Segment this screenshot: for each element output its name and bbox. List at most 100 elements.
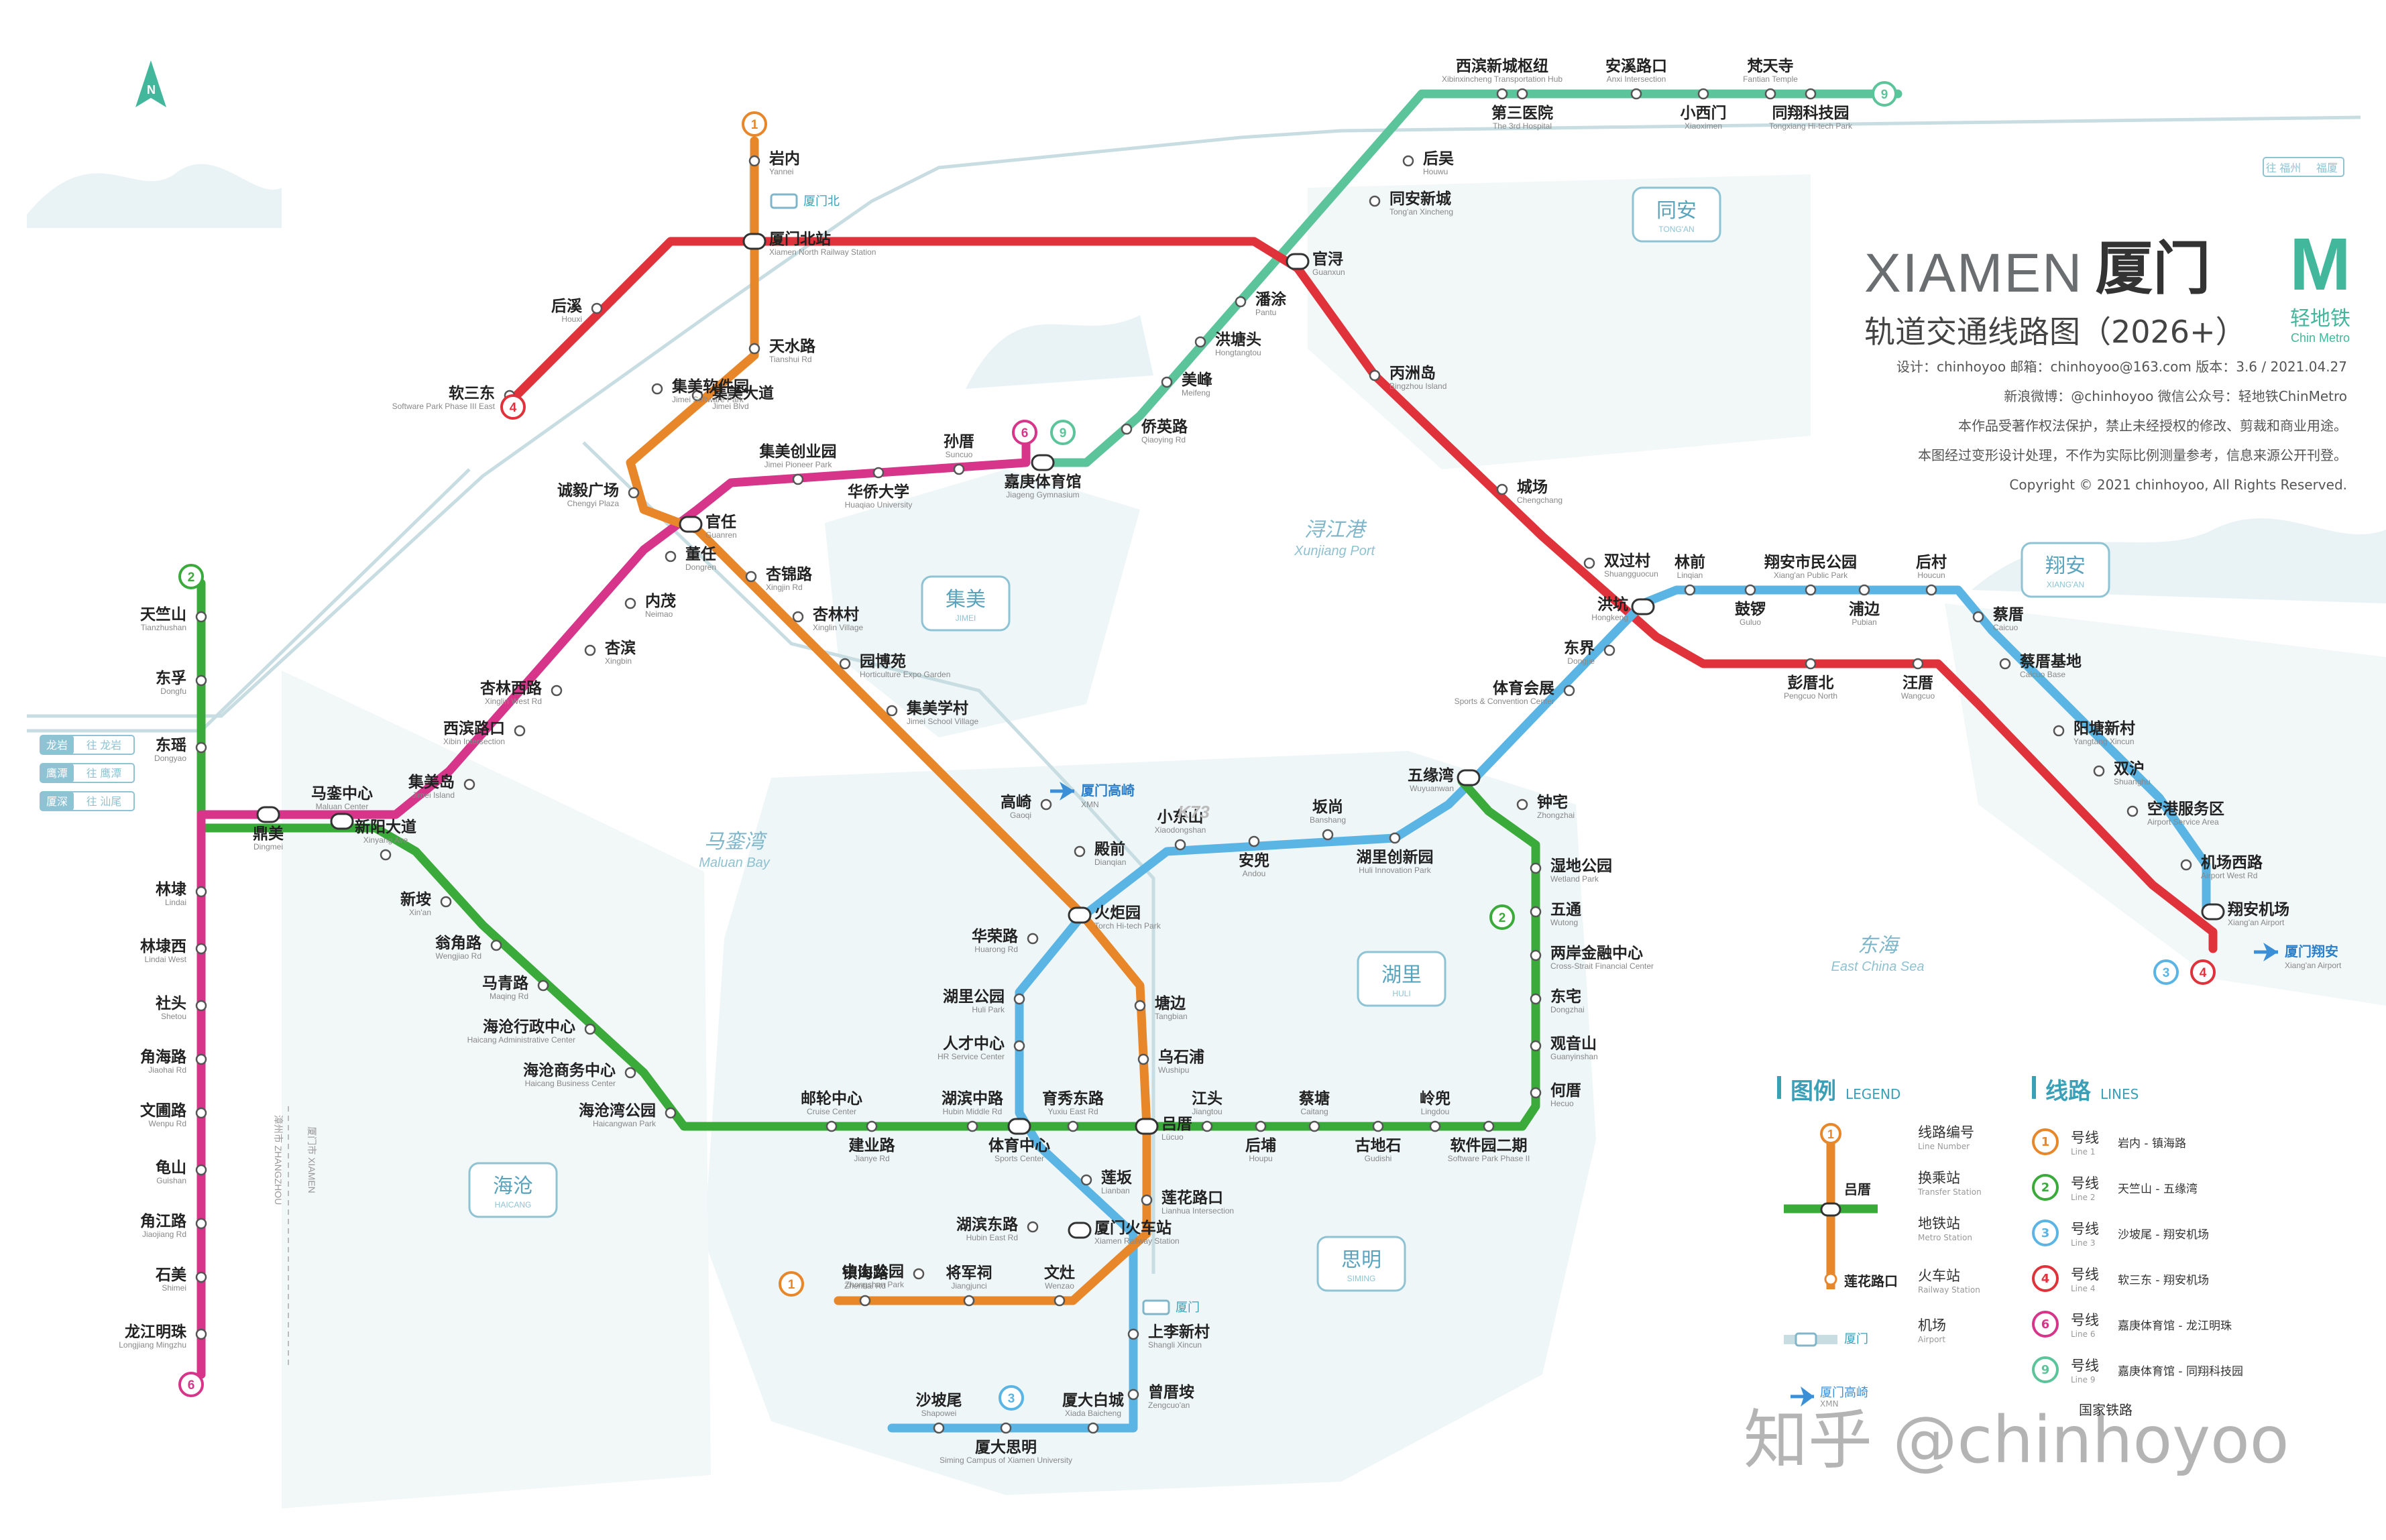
station-marker[interactable] <box>1999 658 2011 670</box>
station-marker[interactable] <box>2180 859 2192 871</box>
station-marker[interactable] <box>1235 296 1247 308</box>
station-marker[interactable] <box>913 1268 925 1280</box>
station-marker[interactable] <box>1764 88 1776 100</box>
station-marker[interactable] <box>1530 993 1542 1005</box>
station-marker[interactable] <box>1054 1295 1066 1307</box>
station-marker[interactable] <box>792 473 804 485</box>
station-marker[interactable] <box>1000 1422 1012 1434</box>
station-marker[interactable] <box>624 1067 636 1079</box>
transfer-station-marker[interactable] <box>1068 1222 1092 1239</box>
station-marker[interactable] <box>1402 155 1414 167</box>
station-marker[interactable] <box>839 658 851 670</box>
transfer-station-marker[interactable] <box>330 813 354 830</box>
station-marker[interactable] <box>1516 798 1528 811</box>
station-marker[interactable] <box>1369 195 1381 207</box>
station-marker[interactable] <box>195 1328 207 1340</box>
transfer-station-marker[interactable] <box>742 233 766 250</box>
station-marker[interactable] <box>1067 1120 1079 1132</box>
station-marker[interactable] <box>872 467 885 479</box>
station-marker[interactable] <box>1074 845 1086 857</box>
station-marker[interactable] <box>1174 839 1186 851</box>
station-marker[interactable] <box>1530 949 1542 961</box>
station-marker[interactable] <box>1972 611 1984 623</box>
station-marker[interactable] <box>1027 933 1039 945</box>
station-marker[interactable] <box>1040 798 1052 811</box>
station-marker[interactable] <box>584 1023 596 1035</box>
station-marker[interactable] <box>1530 1087 1542 1099</box>
station-marker[interactable] <box>1322 829 1334 841</box>
station-marker[interactable] <box>665 1107 677 1119</box>
station-marker[interactable] <box>966 1120 978 1132</box>
station-marker[interactable] <box>1389 832 1401 844</box>
station-marker[interactable] <box>1255 1120 1267 1132</box>
station-marker[interactable] <box>963 1295 975 1307</box>
station-marker[interactable] <box>651 383 663 395</box>
transfer-station-marker[interactable] <box>1031 454 1055 471</box>
station-marker[interactable] <box>1134 1000 1146 1012</box>
station-marker[interactable] <box>551 685 563 697</box>
transfer-station-marker[interactable] <box>256 806 280 823</box>
station-marker[interactable] <box>1013 993 1025 1005</box>
station-marker[interactable] <box>537 980 549 992</box>
station-marker[interactable] <box>1530 906 1542 918</box>
transfer-station-marker[interactable] <box>1631 598 1655 615</box>
station-marker[interactable] <box>195 943 207 955</box>
station-marker[interactable] <box>514 725 526 737</box>
station-marker[interactable] <box>1805 584 1817 596</box>
station-marker[interactable] <box>2126 805 2139 817</box>
station-marker[interactable] <box>1137 1053 1149 1065</box>
station-marker[interactable] <box>1697 88 1709 100</box>
station-marker[interactable] <box>490 939 502 951</box>
transfer-station-marker[interactable] <box>1007 1118 1031 1135</box>
transfer-station-marker[interactable] <box>1135 1118 1159 1135</box>
station-marker[interactable] <box>463 778 475 790</box>
station-marker[interactable] <box>380 849 392 861</box>
station-marker[interactable] <box>440 896 452 908</box>
station-marker[interactable] <box>1805 658 1817 670</box>
station-marker[interactable] <box>1603 644 1615 656</box>
station-marker[interactable] <box>1530 1040 1542 1052</box>
station-marker[interactable] <box>665 550 677 562</box>
station-marker[interactable] <box>2093 765 2105 777</box>
station-marker[interactable] <box>1496 88 1508 100</box>
station-marker[interactable] <box>1161 376 1173 388</box>
station-marker[interactable] <box>1080 1174 1092 1186</box>
station-marker[interactable] <box>195 1271 207 1283</box>
station-marker[interactable] <box>1483 1120 1495 1132</box>
station-marker[interactable] <box>1530 862 1542 874</box>
station-marker[interactable] <box>1308 1120 1320 1132</box>
station-marker[interactable] <box>1516 88 1528 100</box>
station-marker[interactable] <box>1744 584 1756 596</box>
station-marker[interactable] <box>748 155 760 167</box>
station-marker[interactable] <box>628 487 640 499</box>
station-marker[interactable] <box>792 611 804 623</box>
station-marker[interactable] <box>859 1295 871 1307</box>
station-marker[interactable] <box>591 302 603 314</box>
station-marker[interactable] <box>1248 835 1260 847</box>
station-marker[interactable] <box>1563 685 1575 697</box>
station-marker[interactable] <box>933 1422 945 1434</box>
station-marker[interactable] <box>1684 584 1696 596</box>
station-marker[interactable] <box>1127 1388 1139 1401</box>
station-marker[interactable] <box>1369 369 1381 381</box>
station-marker[interactable] <box>624 597 636 609</box>
station-marker[interactable] <box>1429 1120 1441 1132</box>
transfer-station-marker[interactable] <box>2201 903 2225 921</box>
station-marker[interactable] <box>195 611 207 623</box>
station-marker[interactable] <box>1013 1040 1025 1052</box>
station-marker[interactable] <box>195 1107 207 1119</box>
station-marker[interactable] <box>584 644 596 656</box>
station-marker[interactable] <box>1858 584 1870 596</box>
station-marker[interactable] <box>745 571 757 583</box>
station-marker[interactable] <box>195 1053 207 1065</box>
station-marker[interactable] <box>826 1120 838 1132</box>
station-marker[interactable] <box>1805 88 1817 100</box>
station-marker[interactable] <box>1925 584 1937 596</box>
station-marker[interactable] <box>748 343 760 355</box>
station-marker[interactable] <box>1027 1221 1039 1233</box>
station-marker[interactable] <box>886 705 898 717</box>
station-marker[interactable] <box>1201 1120 1213 1132</box>
station-marker[interactable] <box>953 463 965 475</box>
station-marker[interactable] <box>1121 423 1133 435</box>
station-marker[interactable] <box>1127 1328 1139 1340</box>
